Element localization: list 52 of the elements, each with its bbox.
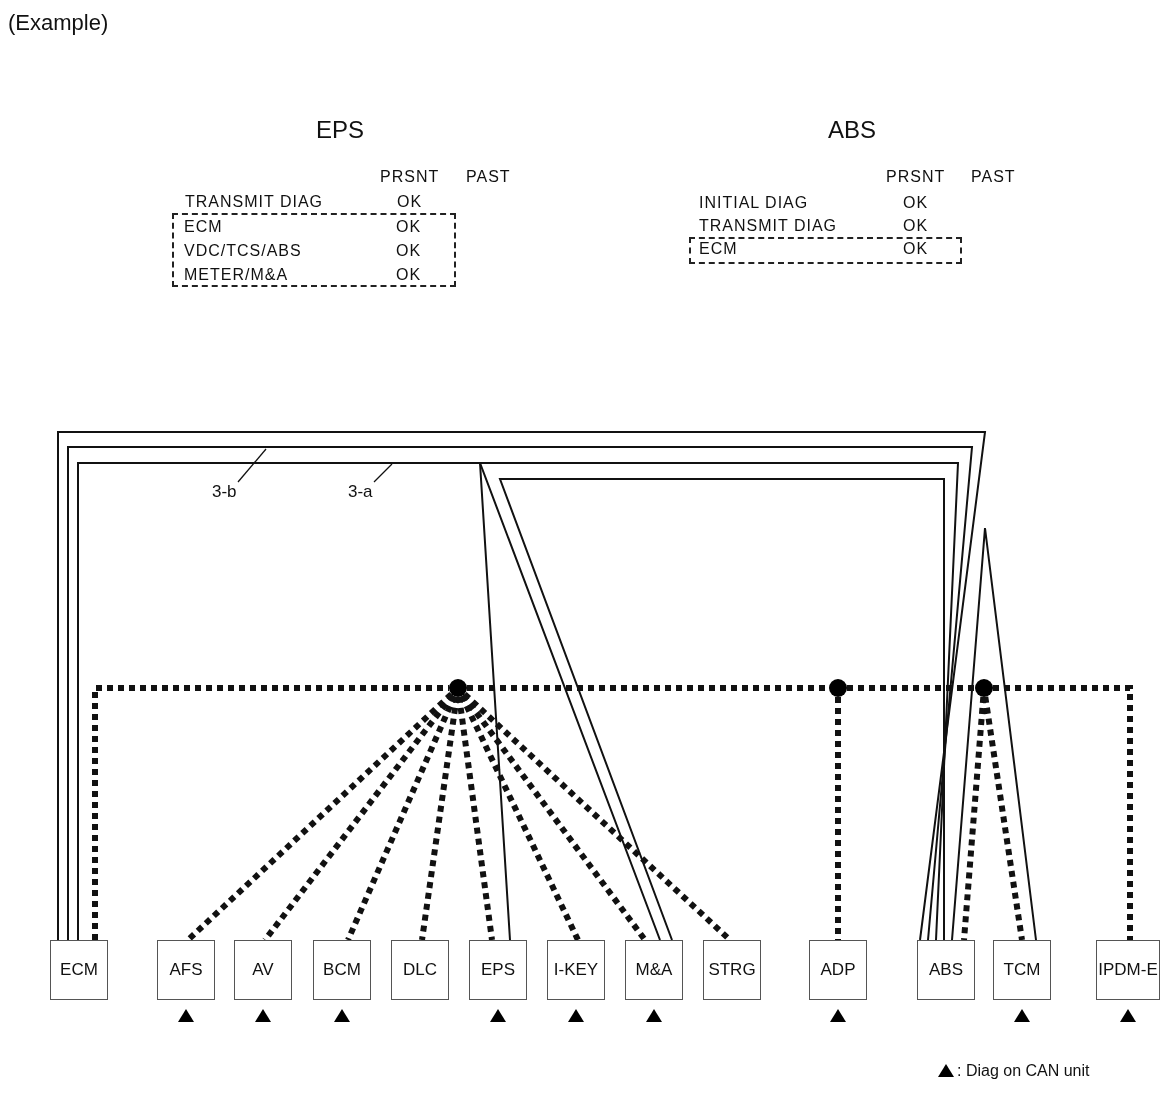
status-text: OK xyxy=(396,266,422,285)
status-text: OK xyxy=(397,193,423,212)
row-label: TRANSMIT DIAG xyxy=(185,193,324,212)
status-text: OK xyxy=(903,240,929,259)
can-bus-line xyxy=(419,696,460,941)
module-box: DLC xyxy=(391,940,449,1000)
dashed-frame xyxy=(689,237,962,264)
module-box: ECM xyxy=(50,940,108,1000)
line-label: 3-b xyxy=(212,482,248,504)
junction-dot xyxy=(975,679,993,697)
column-header: PAST xyxy=(971,168,1016,187)
status-text: OK xyxy=(903,217,929,236)
can-bus-line xyxy=(961,696,987,941)
signal-line xyxy=(951,527,1037,941)
row-label: ECM xyxy=(184,218,223,237)
dashed-frame xyxy=(172,213,456,287)
can-bus-line xyxy=(847,685,975,691)
table-heading: EPS xyxy=(316,116,365,144)
module-box: EPS xyxy=(469,940,527,1000)
module-box: ABS xyxy=(917,940,975,1000)
legend-text: : Diag on CAN unit xyxy=(957,1062,1090,1081)
can-bus-line xyxy=(982,696,1025,941)
module-box: STRG xyxy=(703,940,761,1000)
example-note: (Example) xyxy=(8,10,109,36)
junction-dot xyxy=(829,679,847,697)
module-box: AFS xyxy=(157,940,215,1000)
row-label: INITIAL DIAG xyxy=(699,194,809,213)
module-box: ADP xyxy=(809,940,867,1000)
module-box: M&A xyxy=(625,940,683,1000)
column-header: PRSNT xyxy=(380,168,440,187)
status-text: OK xyxy=(396,242,422,261)
column-header: PAST xyxy=(466,168,511,187)
leader-line xyxy=(237,448,267,483)
module-box: I-KEY xyxy=(547,940,605,1000)
can-bus-line xyxy=(456,696,495,941)
line-label: 3-a xyxy=(348,482,384,504)
module-box: IPDM-E xyxy=(1096,940,1160,1000)
row-label: ECM xyxy=(699,240,738,259)
junction-dot xyxy=(449,679,467,697)
leader-line xyxy=(373,463,393,483)
module-box: TCM xyxy=(993,940,1051,1000)
row-label: METER/M&A xyxy=(184,266,289,285)
signal-line xyxy=(498,478,945,941)
module-box: BCM xyxy=(313,940,371,1000)
status-text: OK xyxy=(903,194,929,213)
can-bus-line xyxy=(993,685,1133,940)
table-heading: ABS xyxy=(828,116,877,144)
row-label: TRANSMIT DIAG xyxy=(699,217,838,236)
column-header: PRSNT xyxy=(886,168,946,187)
status-text: OK xyxy=(396,218,422,237)
row-label: VDC/TCS/ABS xyxy=(184,242,302,261)
module-box: AV xyxy=(234,940,292,1000)
